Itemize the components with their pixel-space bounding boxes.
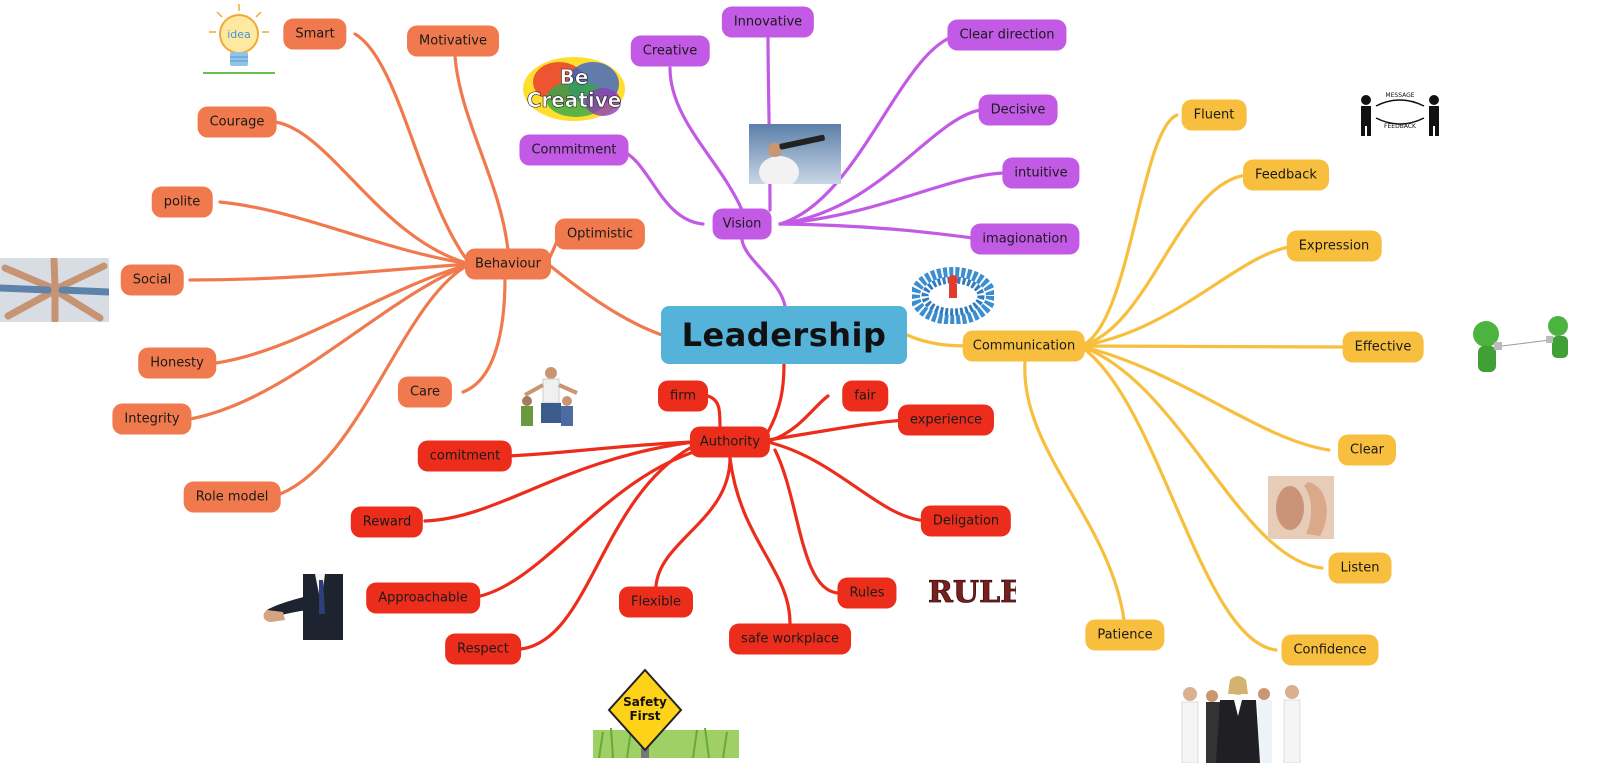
node-imagionation[interactable]: imagionation xyxy=(970,223,1080,255)
svg-text:FEEDBACK: FEEDBACK xyxy=(1384,123,1417,130)
node-confidence[interactable]: Confidence xyxy=(1281,634,1379,666)
ear-listening-photo xyxy=(1268,476,1334,539)
children-group-photo xyxy=(515,365,579,431)
node-smart[interactable]: Smart xyxy=(283,18,347,50)
node-honesty[interactable]: Honesty xyxy=(138,347,216,379)
node-fair[interactable]: fair xyxy=(842,380,888,412)
svg-text:Be: Be xyxy=(560,65,589,89)
node-experience[interactable]: experience xyxy=(897,404,995,436)
node-deligation[interactable]: Deligation xyxy=(920,505,1012,537)
hub-communication[interactable]: Communication xyxy=(962,330,1086,362)
node-commitment[interactable]: Commitment xyxy=(519,134,629,166)
node-firm[interactable]: firm xyxy=(658,380,708,412)
node-role-model[interactable]: Role model xyxy=(183,481,281,513)
node-approachable[interactable]: Approachable xyxy=(366,582,480,614)
hub-vision[interactable]: Vision xyxy=(712,208,772,240)
node-comitment[interactable]: comitment xyxy=(417,440,513,472)
node-polite[interactable]: polite xyxy=(151,186,213,218)
node-expression[interactable]: Expression xyxy=(1286,230,1382,262)
svg-text:First: First xyxy=(629,709,660,723)
node-optimistic[interactable]: Optimistic xyxy=(554,218,646,250)
node-clear-direction[interactable]: Clear direction xyxy=(947,19,1067,51)
node-effective[interactable]: Effective xyxy=(1342,331,1424,363)
node-decisive[interactable]: Decisive xyxy=(978,94,1058,126)
crowd-leader-icon xyxy=(910,262,996,325)
tin-can-phone-icon xyxy=(1470,312,1568,382)
central-topic-leadership[interactable]: Leadership xyxy=(661,306,907,364)
node-reward[interactable]: Reward xyxy=(350,506,424,538)
telescope-photo xyxy=(749,124,841,188)
node-safe-workplace[interactable]: safe workplace xyxy=(729,623,851,655)
node-creative[interactable]: Creative xyxy=(630,35,710,67)
node-rules[interactable]: Rules xyxy=(837,577,897,609)
node-integrity[interactable]: Integrity xyxy=(112,403,192,435)
node-care[interactable]: Care xyxy=(397,376,453,408)
node-patience[interactable]: Patience xyxy=(1085,619,1165,651)
node-fluent[interactable]: Fluent xyxy=(1181,99,1247,131)
hub-authority[interactable]: Authority xyxy=(689,426,771,458)
svg-text:MESSAGE: MESSAGE xyxy=(1385,92,1414,99)
be-creative-logo: Be Creative xyxy=(521,54,627,124)
svg-text:Creative: Creative xyxy=(527,88,622,112)
node-courage[interactable]: Courage xyxy=(197,106,277,138)
node-social[interactable]: Social xyxy=(120,264,184,296)
node-intuitive[interactable]: intuitive xyxy=(1002,157,1080,189)
business-team-photo xyxy=(1172,672,1310,764)
svg-text:Safety: Safety xyxy=(623,695,667,709)
node-flexible[interactable]: Flexible xyxy=(618,586,694,618)
handshake-photo xyxy=(263,574,343,640)
message-feedback-icon: MESSAGE FEEDBACK xyxy=(1354,88,1446,138)
safety-first-sign: Safety First xyxy=(593,668,739,759)
node-clear[interactable]: Clear xyxy=(1338,434,1396,466)
node-listen[interactable]: Listen xyxy=(1328,552,1392,584)
node-respect[interactable]: Respect xyxy=(445,633,521,665)
node-motivative[interactable]: Motivative xyxy=(407,25,499,57)
team-huddle-photo xyxy=(0,256,113,324)
svg-text:idea: idea xyxy=(227,28,251,41)
hub-behaviour[interactable]: Behaviour xyxy=(465,248,551,280)
node-feedback[interactable]: Feedback xyxy=(1243,159,1329,191)
node-innovative[interactable]: Innovative xyxy=(721,6,815,38)
idea-bulb-icon: idea xyxy=(203,2,275,76)
